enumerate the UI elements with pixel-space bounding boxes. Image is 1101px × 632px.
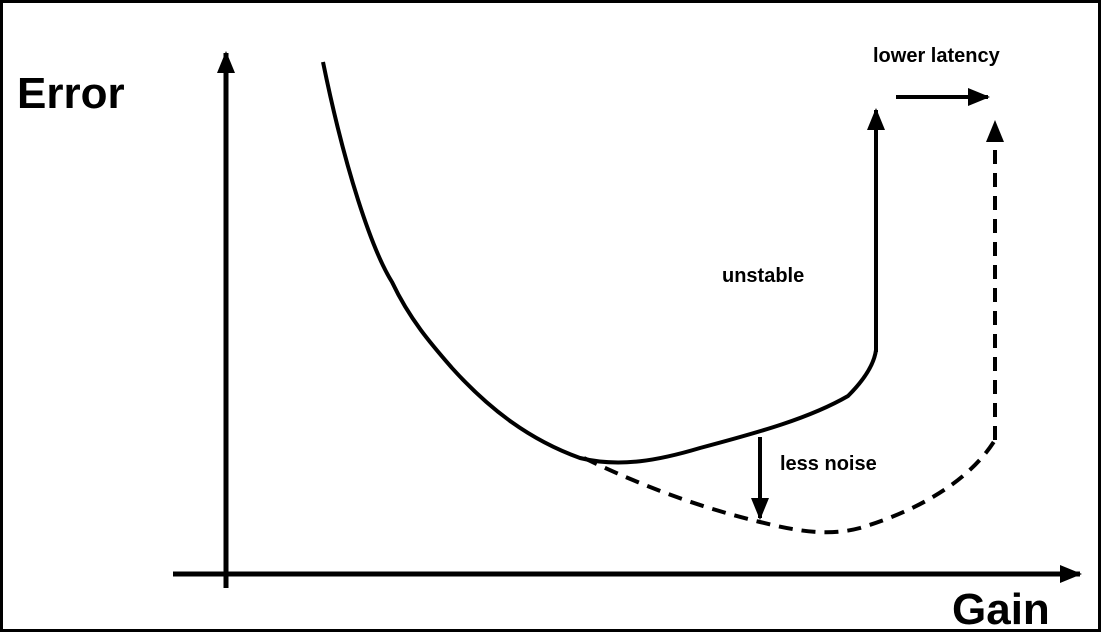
error-curve-improved [583,438,997,535]
x-axis-title: Gain [952,585,1050,632]
lower-latency-label: lower latency [873,45,1001,67]
error-curve-current [321,61,878,465]
y-axis-title: Error [17,69,125,118]
less-noise-label: less noise [780,453,877,475]
unstable-label: unstable [722,265,804,287]
